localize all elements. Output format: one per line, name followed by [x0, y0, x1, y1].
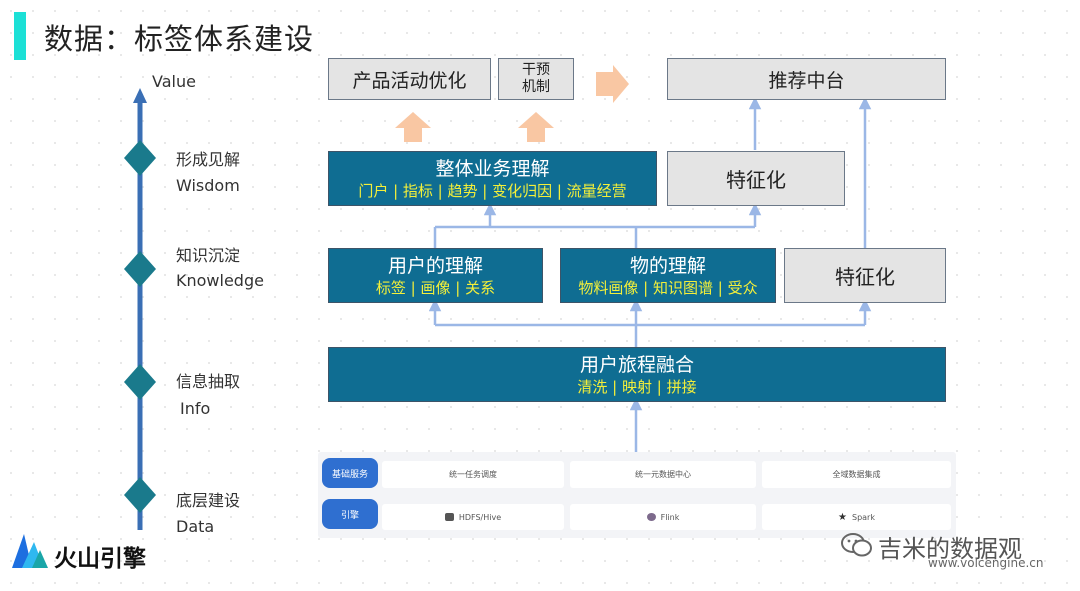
title-accent-bar [14, 12, 26, 60]
product-optimization-box: 产品活动优化 [328, 58, 491, 100]
diamond-wisdom [124, 140, 156, 176]
item-understanding-box: 物的理解 物料画像 | 知识图谱 | 受众 [560, 248, 776, 303]
diamond-info [124, 364, 156, 400]
overall-business-title: 整体业务理解 [435, 157, 550, 180]
axis-top-label: Value [152, 72, 196, 91]
level-wisdom-zh: 形成见解 [176, 150, 241, 169]
right-arrow-orange [596, 65, 629, 103]
engine-label: 引擎 [322, 499, 378, 529]
volcano-logo-icon [12, 534, 48, 568]
level-data-zh: 底层建设 [176, 491, 241, 510]
overall-business-sub: 门户 | 指标 | 趋势 | 变化归因 | 流量经营 [358, 181, 627, 200]
cell-flink: Flink [570, 504, 756, 530]
axis-diamonds [124, 140, 156, 513]
user-understanding-box: 用户的理解 标签 | 画像 | 关系 [328, 248, 543, 303]
level-wisdom-en: Wisdom [176, 176, 240, 195]
base-services-label: 基础服务 [322, 458, 378, 488]
recommend-platform-box: 推荐中台 [667, 58, 946, 100]
cell-metadata-center: 统一元数据中心 [570, 461, 756, 488]
user-understanding-sub: 标签 | 画像 | 关系 [375, 278, 496, 297]
featurize-box-upper: 特征化 [667, 151, 845, 206]
up-arrow-product [395, 112, 431, 142]
user-journey-box: 用户旅程融合 清洗 | 映射 | 拼接 [328, 347, 946, 402]
cell-spark: ★ Spark [762, 504, 951, 530]
up-arrow-intervention [518, 112, 554, 142]
user-understanding-title: 用户的理解 [387, 254, 483, 277]
diamond-data [124, 477, 156, 513]
cell-task-scheduling: 统一任务调度 [382, 461, 564, 488]
item-understanding-sub: 物料画像 | 知识图谱 | 受众 [578, 278, 758, 297]
featurize-box-lower: 特征化 [784, 248, 946, 303]
cell-data-integration: 全域数据集成 [762, 461, 951, 488]
diamond-knowledge [124, 251, 156, 287]
level-knowledge-en: Knowledge [176, 271, 264, 290]
website-url: www.volcengine.cn [928, 556, 1044, 570]
cell-flink-label: Flink [660, 512, 680, 522]
squirrel-icon [646, 513, 656, 521]
intervention-box: 干预 机制 [498, 58, 574, 100]
cell-hdfs-hive-label: HDFS/Hive [458, 512, 502, 522]
user-journey-sub: 清洗 | 映射 | 拼接 [577, 377, 697, 396]
cell-hdfs-hive: HDFS/Hive [382, 504, 564, 530]
watermark-text: 吉米的数据观 [878, 535, 1022, 563]
brand-name: 火山引擎 [54, 546, 146, 572]
level-info-en: Info [180, 399, 211, 418]
database-icon [444, 513, 454, 521]
wechat-icon [841, 533, 872, 557]
level-data-en: Data [176, 517, 215, 536]
user-journey-title: 用户旅程融合 [579, 353, 694, 376]
item-understanding-title: 物的理解 [629, 254, 706, 277]
overall-business-box: 整体业务理解 门户 | 指标 | 趋势 | 变化归因 | 流量经营 [328, 151, 657, 206]
level-info-zh: 信息抽取 [176, 372, 241, 391]
cell-spark-label: Spark [851, 512, 875, 522]
star-icon: ★ [838, 511, 847, 523]
level-knowledge-zh: 知识沉淀 [176, 246, 241, 265]
page-title: 数据：标签体系建设 [44, 22, 315, 56]
